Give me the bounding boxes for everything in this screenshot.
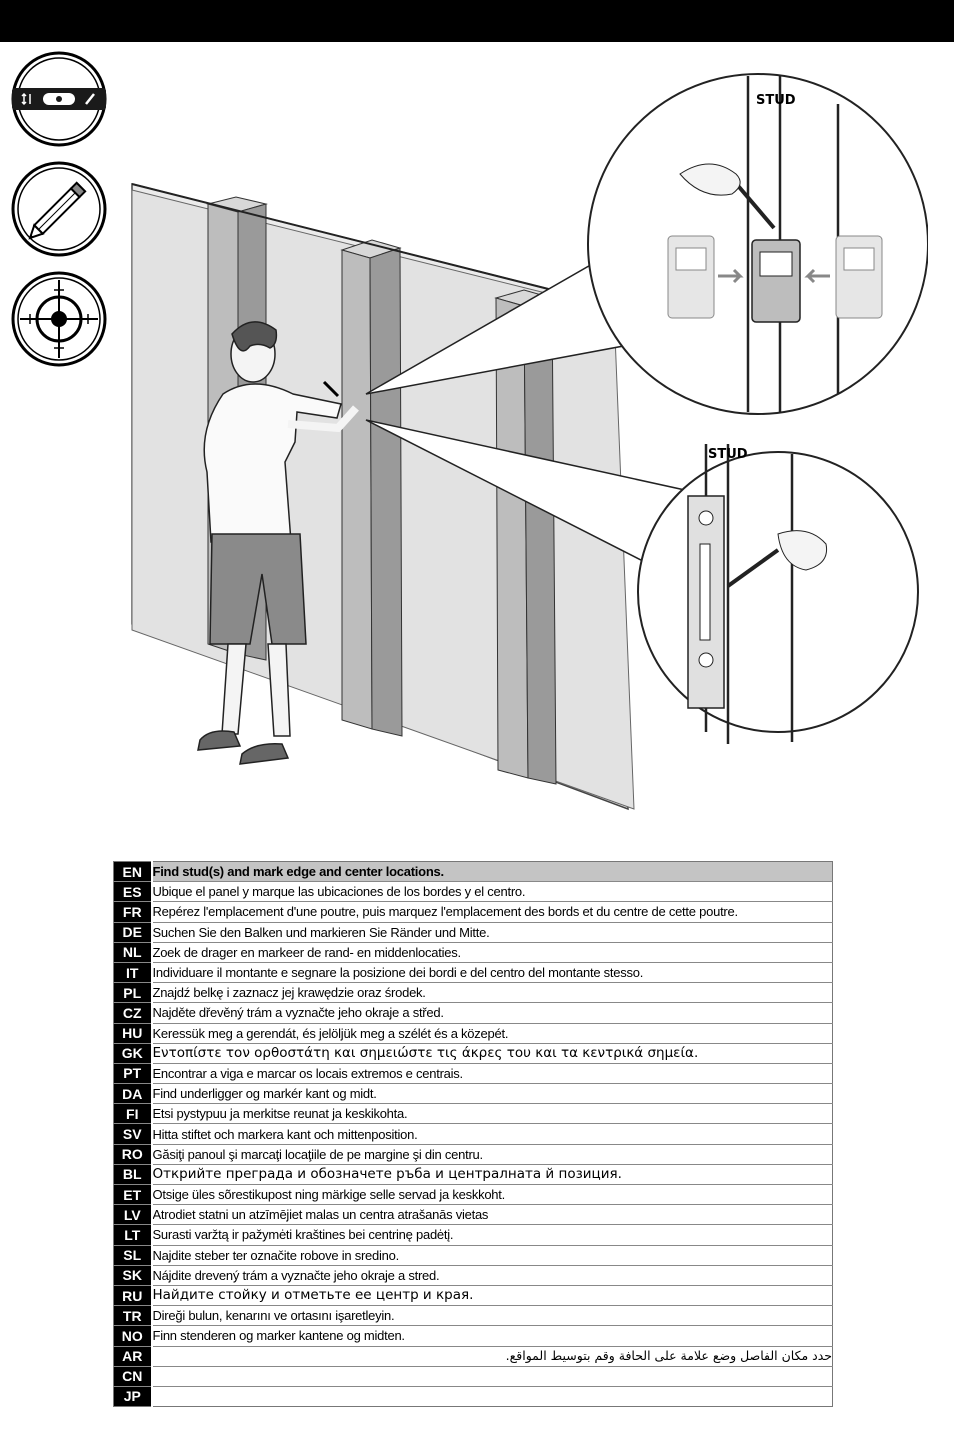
stud-2: [340, 239, 403, 737]
instruction-text: Etsi pystypuu ja merkitse reunat ja kesk…: [151, 1103, 833, 1124]
stud-label: STUD: [708, 447, 748, 462]
instruction-text: Najdite steber ter označite robove in sr…: [151, 1244, 833, 1266]
language-code-badge: PL: [113, 982, 153, 1003]
language-code-badge: LV: [113, 1204, 153, 1225]
instruction-text: Найдите стойку и отметьте ее центр и кра…: [151, 1284, 833, 1306]
language-code-badge: SK: [113, 1264, 153, 1286]
callout-stud-finder: STUD: [587, 73, 928, 415]
language-code-badge: DA: [113, 1083, 153, 1104]
language-code-badge: FI: [113, 1103, 153, 1124]
stud-finder-illustration: STUD STUD: [131, 73, 928, 811]
instruction-text: Hitta stiftet och markera kant och mitte…: [151, 1123, 833, 1145]
instruction-text: Εντοπίστε τον ορθοστάτη και σημειώστε τι…: [151, 1042, 833, 1064]
instruction-text: Keressük meg a gerendát, és jelöljük meg…: [151, 1022, 833, 1044]
instruction-text: Suchen Sie den Balken und markieren Sie …: [151, 921, 833, 943]
instruction-text: حدد مكان الفاصل وضع علامة على الحافة وقم…: [151, 1345, 833, 1367]
language-code-badge: NL: [113, 941, 153, 963]
instruction-text: Encontrar a viga e marcar os locais extr…: [151, 1062, 833, 1084]
instruction-text: Открийте преграда и обозначете ръба и це…: [151, 1163, 833, 1185]
language-code-badge: PT: [113, 1062, 153, 1084]
header-bar: [0, 0, 954, 42]
language-code-badge: ET: [113, 1183, 153, 1205]
language-code-badge: JP: [113, 1385, 153, 1407]
language-code-badge: HU: [113, 1022, 153, 1044]
callout-level-marking: STUD: [637, 444, 919, 744]
instruction-text: Find underligger og markér kant og midt.: [151, 1083, 833, 1104]
instruction-text: Otsige üles sõrestikupost ning märkige s…: [151, 1183, 833, 1205]
instruction-text: Găsiţi panoul şi marcaţi locaţiile de pe…: [151, 1143, 833, 1165]
table-row: CN: [113, 1365, 833, 1387]
instruction-text: Zoek de drager en markeer de rand- en mi…: [151, 941, 833, 963]
language-code-badge: DE: [113, 921, 153, 943]
instruction-text: Atrodiet statni un atzīmējiet malas un c…: [151, 1204, 833, 1225]
language-code-badge: RO: [113, 1143, 153, 1165]
instruction-text: Ubique el panel y marque las ubicaciones…: [151, 881, 833, 902]
instruction-text: Direği bulun, kenarını ve ortasını işare…: [151, 1305, 833, 1326]
language-code-badge: NO: [113, 1325, 153, 1346]
language-code-badge: SL: [113, 1244, 153, 1266]
crosshair-target-icon: [11, 271, 107, 367]
instruction-text: Individuare il montante e segnare la pos…: [151, 961, 833, 983]
language-code-badge: CN: [113, 1365, 153, 1387]
instruction-text: Repérez l'emplacement d'une poutre, puis…: [151, 901, 833, 923]
instruction-text: Najděte dřevěný trám a vyznačte jeho okr…: [151, 1002, 833, 1023]
language-code-badge: SV: [113, 1123, 153, 1145]
stud-3: [494, 289, 557, 785]
language-code-badge: LT: [113, 1224, 153, 1246]
language-code-badge: AR: [113, 1345, 153, 1367]
language-code-badge: ES: [113, 881, 153, 902]
instruction-text: Znajdź belkę i zaznacz jej krawędzie ora…: [151, 982, 833, 1003]
language-code-badge: TR: [113, 1305, 153, 1326]
language-code-badge: BL: [113, 1163, 153, 1185]
language-code-badge: GK: [113, 1042, 153, 1064]
language-code-badge: IT: [113, 961, 153, 983]
language-code-badge: RU: [113, 1284, 153, 1306]
person-figure: [197, 321, 359, 765]
instruction-text: [151, 1385, 833, 1407]
stud-label: STUD: [756, 93, 796, 108]
instruction-text: Find stud(s) and mark edge and center lo…: [151, 861, 833, 882]
pencil-icon: [11, 161, 107, 257]
language-code-badge: CZ: [113, 1002, 153, 1023]
instruction-text: [151, 1365, 833, 1387]
instruction-text: Finn stenderen og marker kantene og midt…: [151, 1325, 833, 1346]
instruction-text: Nájdite drevený trám a vyznačte jeho okr…: [151, 1264, 833, 1286]
language-code-badge: EN: [113, 861, 153, 882]
language-code-badge: FR: [113, 901, 153, 923]
instruction-text: Surasti varžtą ir pažymėti kraštines bei…: [151, 1224, 833, 1246]
table-row: JP: [113, 1385, 833, 1407]
level-icon: [11, 51, 107, 147]
